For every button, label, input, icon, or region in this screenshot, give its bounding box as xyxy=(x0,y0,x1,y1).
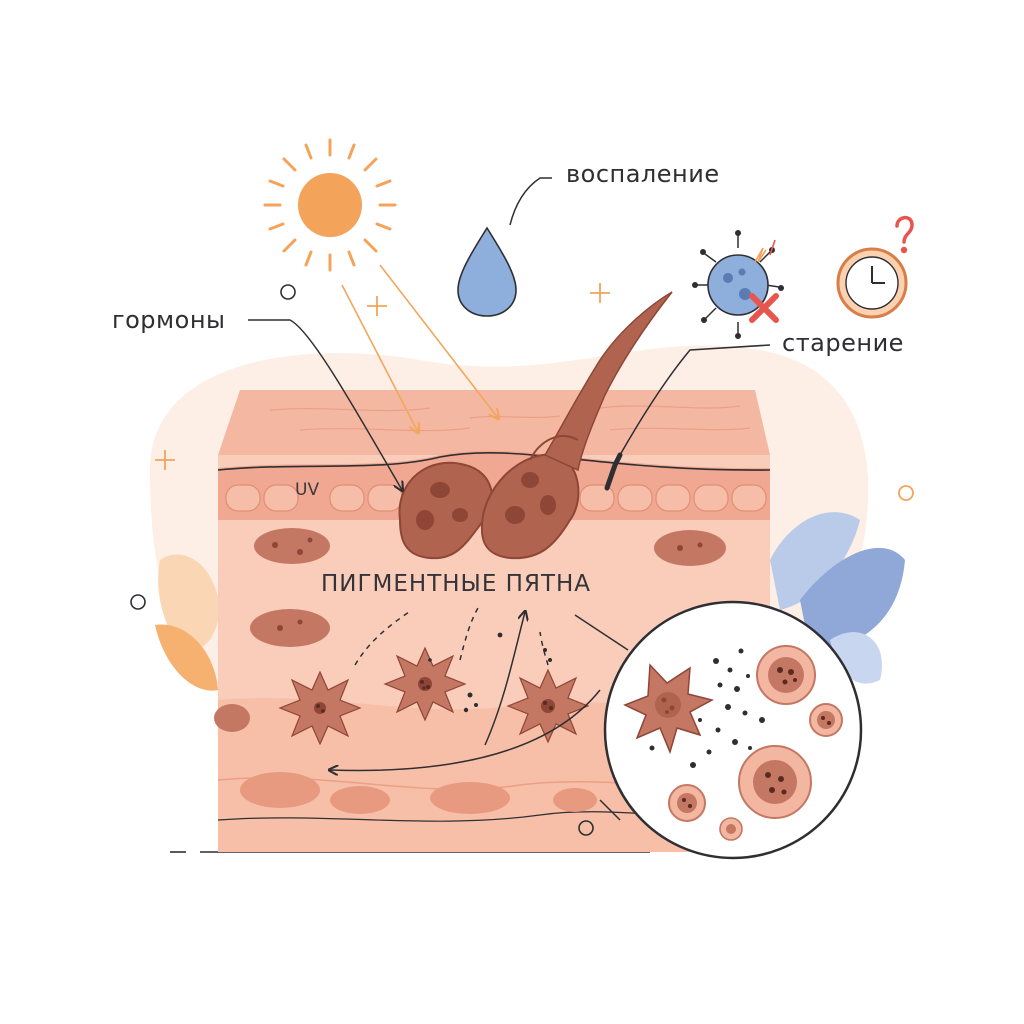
question-mark-icon xyxy=(895,215,914,254)
deco-circles xyxy=(130,284,594,836)
hair-strand xyxy=(543,291,673,472)
melanin-paths xyxy=(354,607,549,666)
label-inflammation: воспаление xyxy=(566,160,720,188)
orange-leaves xyxy=(155,554,220,691)
label-uv: UV xyxy=(295,480,320,500)
sparkles xyxy=(155,283,610,470)
label-pigment-spots: ПИГМЕНТНЫЕ ПЯТНА xyxy=(321,571,592,597)
label-aging: старение xyxy=(782,329,904,357)
uv-ray-1 xyxy=(341,284,418,432)
melanin-arrow-up xyxy=(484,612,525,746)
melanin-arrow-left xyxy=(330,689,601,770)
uv-ray-2 xyxy=(379,264,498,418)
clock-icon xyxy=(836,247,908,319)
skin-texture-lines xyxy=(269,405,751,432)
sun-icon xyxy=(263,138,397,272)
basal-cells xyxy=(225,484,767,512)
pigment-spots xyxy=(398,453,580,560)
blue-leaves xyxy=(770,512,905,684)
magnifier-lens xyxy=(603,600,863,860)
virus-icon xyxy=(692,230,784,339)
label-hormones: гормоны xyxy=(112,306,226,334)
dermal-cells xyxy=(214,528,726,814)
skin-top-face xyxy=(218,390,770,455)
water-drop-icon xyxy=(457,226,517,317)
hormones-arrow xyxy=(248,319,402,490)
